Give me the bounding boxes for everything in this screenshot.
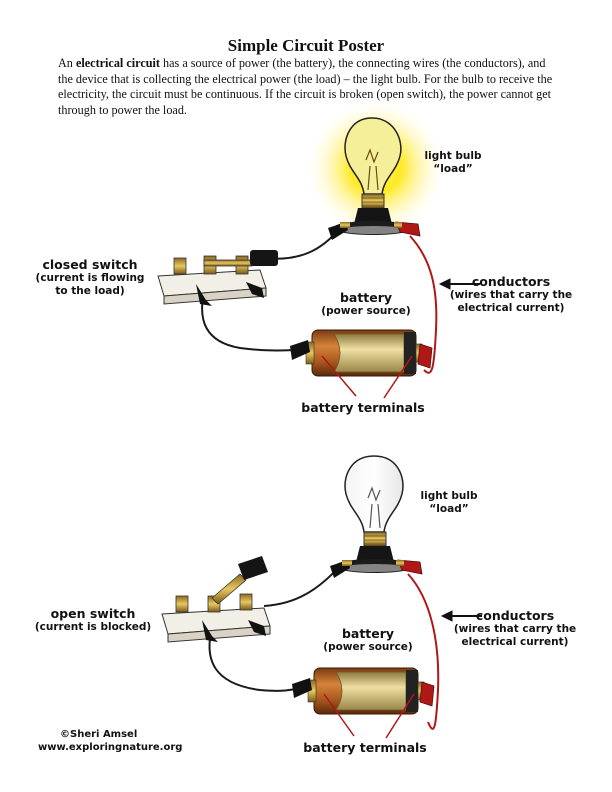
bulb-label: light bulb	[420, 490, 478, 502]
battery-label: battery	[339, 290, 393, 305]
black-wire-switch-to-bulb	[263, 565, 341, 607]
terminals-label: battery terminals	[303, 740, 427, 755]
conductors-sublabel-line2: electrical current)	[457, 302, 565, 314]
intro-paragraph: An electrical circuit has a source of po…	[58, 56, 558, 118]
conductors-sublabel-line2: electrical current)	[461, 636, 569, 648]
bulb-sublabel: “load”	[433, 163, 473, 175]
switch-sublabel: (current is blocked)	[34, 621, 152, 633]
battery-closed	[290, 329, 433, 377]
switch-handle	[250, 250, 278, 266]
red-wire-bulb-to-battery	[407, 573, 440, 730]
intro-text-rest: has a source of power (the battery), the…	[58, 56, 553, 117]
battery-sublabel: (power source)	[321, 305, 411, 317]
closed-switch	[157, 250, 278, 306]
switch-sublabel-line2: to the load)	[55, 285, 125, 297]
open-battery-label: battery (power source)	[318, 626, 418, 654]
battery-open	[292, 667, 435, 715]
intro-bold-term: electrical circuit	[75, 56, 160, 70]
light-bulb-unlit	[335, 455, 415, 573]
closed-circuit-arrows	[321, 278, 480, 399]
open-circuit-diagram	[161, 455, 482, 739]
red-wire-bulb-to-battery	[409, 235, 438, 374]
open-switch	[161, 556, 271, 643]
credit-block: ©Sheri Amsel www.exploringnature.org	[38, 728, 182, 754]
conductors-label: conductors	[471, 274, 551, 289]
closed-terminals-label: battery terminals	[298, 400, 428, 415]
credit-author: ©Sheri Amsel	[60, 729, 138, 740]
credit-website: www.exploringnature.org	[38, 742, 183, 753]
black-wire-switch-to-battery	[208, 627, 301, 692]
closed-bulb-label: light bulb “load”	[418, 150, 488, 176]
light-bulb-lit	[333, 117, 413, 235]
bulb-sublabel: “load”	[429, 503, 469, 515]
bulb-clip-black	[328, 222, 350, 240]
closed-switch-label: closed switch (current is flowing to the…	[30, 257, 150, 298]
battery-sublabel: (power source)	[323, 641, 413, 653]
terminals-label: battery terminals	[301, 400, 425, 415]
bulb-clip-red	[394, 221, 421, 237]
switch-label: open switch	[50, 606, 136, 621]
switch-sublabel-line1: (current is flowing	[35, 272, 145, 284]
intro-text-start: An	[58, 56, 76, 70]
open-bulb-label: light bulb “load”	[414, 490, 484, 516]
conductors-sublabel-line1: (wires that carry the	[449, 289, 573, 301]
black-wire-switch-to-battery	[201, 291, 301, 352]
open-terminals-label: battery terminals	[300, 740, 430, 755]
switch-label: closed switch	[42, 257, 138, 272]
switch-lever-closed	[203, 259, 253, 267]
open-conductors-label: conductors (wires that carry the electri…	[450, 608, 580, 649]
open-switch-label: open switch (current is blocked)	[30, 606, 156, 634]
page-title: Simple Circuit Poster	[227, 36, 385, 55]
bulb-clip-red	[396, 559, 423, 575]
closed-battery-label: battery (power source)	[316, 290, 416, 318]
closed-circuit-diagram	[157, 98, 480, 399]
conductors-label: conductors	[475, 608, 555, 623]
battery-label: battery	[341, 626, 395, 641]
closed-conductors-label: conductors (wires that carry the electri…	[446, 274, 576, 315]
bulb-clip-black	[330, 560, 352, 578]
bulb-label: light bulb	[424, 150, 482, 162]
switch-handle	[238, 556, 268, 580]
conductors-sublabel-line1: (wires that carry the	[453, 623, 577, 635]
open-circuit-arrows	[323, 610, 482, 739]
switch-lever-open	[211, 573, 247, 605]
